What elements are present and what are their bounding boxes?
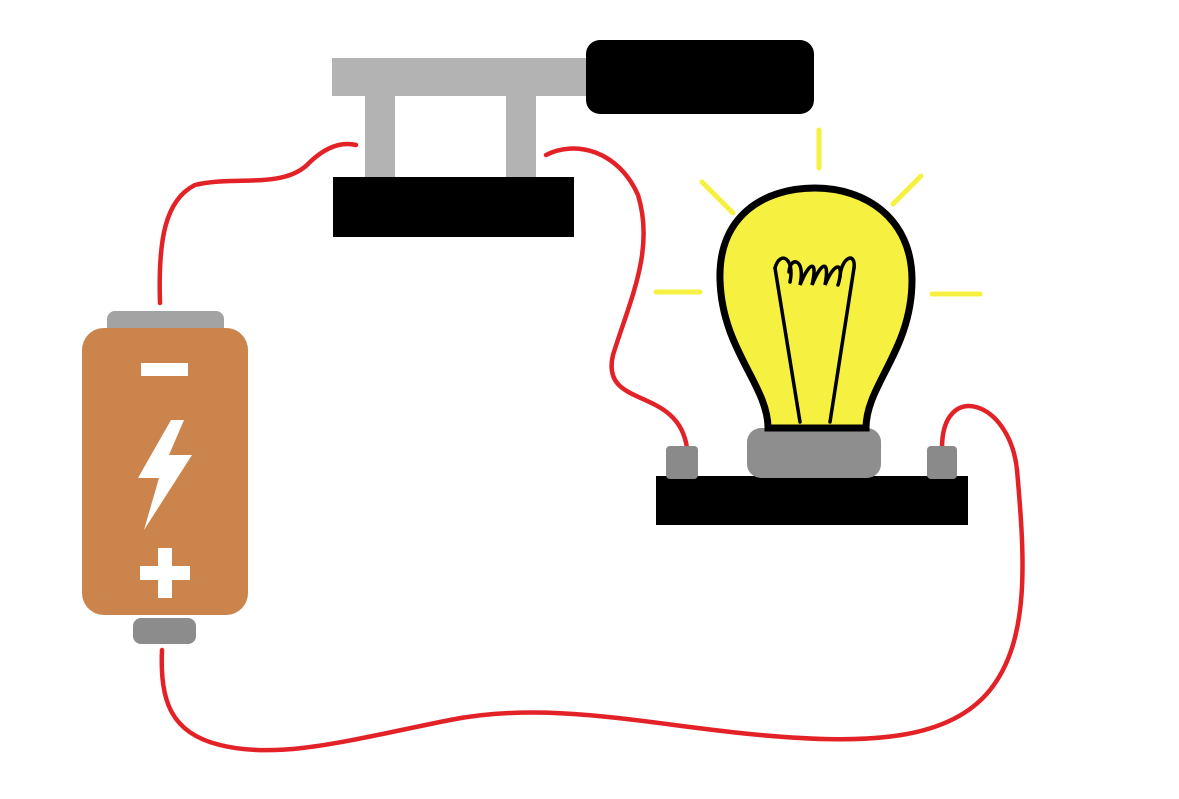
battery-bottom-cap bbox=[133, 618, 196, 644]
switch-blade-bar bbox=[332, 58, 592, 96]
bulb-filament bbox=[773, 256, 856, 424]
bulb-socket bbox=[747, 428, 881, 478]
holder-terminal-right bbox=[927, 446, 957, 479]
bulb-glass bbox=[716, 184, 916, 432]
minus-icon bbox=[141, 363, 188, 376]
lightning-bolt-icon bbox=[138, 420, 192, 530]
switch-post-right bbox=[506, 94, 536, 180]
switch-base bbox=[333, 177, 574, 237]
battery bbox=[82, 311, 248, 644]
bulb-holder bbox=[656, 428, 968, 525]
wire-battery-to-switch bbox=[157, 141, 359, 306]
knife-switch bbox=[332, 40, 814, 237]
ray-upper-right bbox=[890, 173, 924, 207]
wire-bulb-to-battery bbox=[159, 403, 1025, 753]
switch-post-left bbox=[365, 94, 395, 180]
bulb-rays bbox=[653, 127, 983, 297]
ray-upper-left bbox=[699, 179, 736, 216]
plus-icon bbox=[140, 548, 190, 598]
holder-terminal-left bbox=[666, 446, 698, 479]
holder-base bbox=[656, 476, 968, 525]
light-bulb-icon bbox=[716, 184, 916, 432]
wires bbox=[157, 141, 1025, 753]
switch-handle bbox=[586, 40, 814, 114]
wire-switch-to-bulb bbox=[543, 146, 690, 451]
